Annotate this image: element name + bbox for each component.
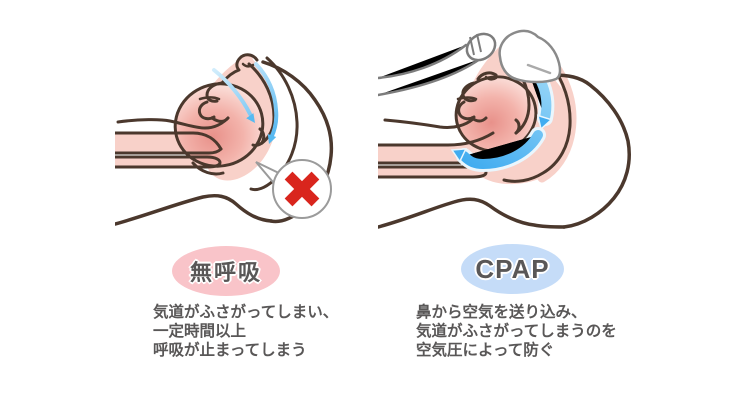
apnea-description-line: 気道がふさがってしまい、 bbox=[153, 304, 339, 321]
cpap-hose-icon bbox=[378, 32, 497, 97]
cpap-illustration bbox=[378, 29, 631, 229]
apnea-description-line: 一定時間以上 bbox=[153, 323, 247, 340]
apnea-badge-label: 無呼吸 bbox=[189, 260, 262, 285]
apnea-description-line: 呼吸が止まってしまう bbox=[153, 342, 307, 359]
apnea-badge: 無呼吸 bbox=[172, 246, 280, 296]
blocked-airflow-arrows bbox=[212, 62, 279, 144]
apnea-illustration bbox=[115, 53, 334, 226]
cpap-description: 鼻から空気を送り込み、 気道がふさがってしまうのを 空気圧によって防ぐ bbox=[416, 303, 617, 360]
cpap-badge-label: CPAP bbox=[475, 253, 550, 284]
cpap-description-line: 空気圧によって防ぐ bbox=[416, 342, 555, 359]
cpap-mask-icon bbox=[498, 29, 562, 84]
cpap-description-line: 気道がふさがってしまうのを bbox=[416, 323, 617, 340]
cpap-badge: CPAP bbox=[461, 244, 564, 294]
apnea-head bbox=[115, 53, 334, 226]
cpap-description-line: 鼻から空気を送り込み、 bbox=[416, 304, 587, 321]
apnea-description: 気道がふさがってしまい、 一定時間以上 呼吸が止まってしまう bbox=[153, 303, 338, 360]
x-mark-icon bbox=[255, 159, 332, 219]
